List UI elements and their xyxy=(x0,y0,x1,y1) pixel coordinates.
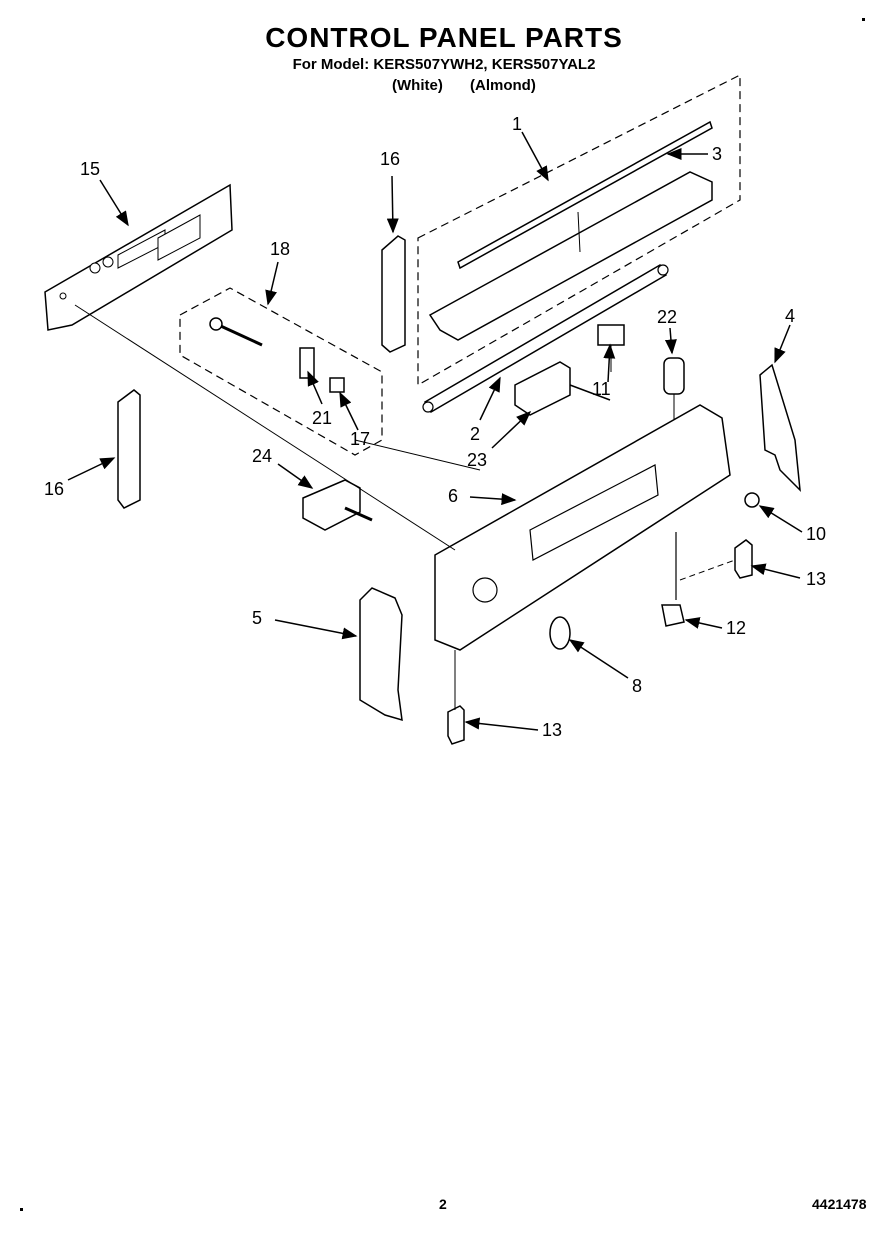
callout-2: 2 xyxy=(470,424,480,444)
page-number: 2 xyxy=(439,1196,447,1212)
rotary-switch-shaft xyxy=(344,506,373,522)
callout-5: 5 xyxy=(252,608,262,628)
control-keypad xyxy=(157,214,201,261)
part-indicator-lamp xyxy=(661,604,685,627)
callout-22: 22 xyxy=(657,307,677,327)
part-channel-detail xyxy=(577,211,581,253)
part-trim-strip xyxy=(457,120,713,270)
document-number: 4421478 xyxy=(812,1196,867,1212)
leader-board-to-panel xyxy=(74,304,456,551)
callout-16-upper: 16 xyxy=(380,149,400,169)
callout-13-upper: 13 xyxy=(806,569,826,589)
callout-6: 6 xyxy=(448,486,458,506)
arrow-12 xyxy=(684,617,723,629)
leader-dashed-clip xyxy=(679,559,736,581)
part-ballast xyxy=(514,361,571,416)
callout-11: 11 xyxy=(592,379,611,399)
corner-mark-top xyxy=(862,18,865,21)
callout-15: 15 xyxy=(80,159,100,179)
arrow-2 xyxy=(479,376,501,421)
callout-1: 1 xyxy=(512,114,522,134)
part-clip-upper xyxy=(734,539,753,579)
callout-24: 24 xyxy=(252,446,272,466)
arrow-22 xyxy=(664,327,677,355)
part-switch-knob-cap xyxy=(209,317,223,331)
part-clip-lower xyxy=(447,705,465,745)
callout-12: 12 xyxy=(726,618,746,638)
arrow-24 xyxy=(277,463,314,489)
callout-21: 21 xyxy=(312,408,332,428)
callout-4: 4 xyxy=(785,306,795,326)
variant-white: (White) xyxy=(392,77,443,94)
arrow-13-upper xyxy=(750,563,801,579)
part-right-end-bracket xyxy=(759,363,801,493)
part-rotary-switch xyxy=(302,479,361,531)
arrow-8 xyxy=(568,639,629,679)
part-connector-block xyxy=(597,324,625,346)
callout-23: 23 xyxy=(467,450,487,470)
arrow-11 xyxy=(603,343,616,383)
arrow-1 xyxy=(521,131,549,182)
arrow-13-lower xyxy=(464,717,539,731)
model-subtitle: For Model: KERS507YWH2, KERS507YAL2 xyxy=(292,56,596,73)
console-knob-hole xyxy=(472,577,498,603)
part-channel-trim xyxy=(428,171,713,341)
callout-16-lower: 16 xyxy=(44,479,64,499)
callout-8: 8 xyxy=(632,676,642,696)
arrow-10 xyxy=(758,505,803,533)
page-title: CONTROL PANEL PARTS xyxy=(265,22,623,53)
arrow-17 xyxy=(339,391,359,431)
part-bushing xyxy=(744,492,760,508)
arrow-5 xyxy=(274,619,358,640)
arrow-6 xyxy=(469,493,517,506)
part-switch-bracket xyxy=(299,347,315,379)
group-box-switch xyxy=(179,287,383,456)
ballast-lead xyxy=(569,384,611,401)
arrow-15 xyxy=(99,179,129,227)
part-end-cap-lower xyxy=(117,389,141,509)
variant-almond: (Almond) xyxy=(470,77,536,94)
corner-mark-bottom xyxy=(20,1208,23,1211)
part-knob xyxy=(549,616,571,650)
arrow-23 xyxy=(491,410,532,449)
callout-3: 3 xyxy=(712,144,722,164)
control-knob-2 xyxy=(102,256,114,268)
tube-end-right xyxy=(657,264,669,276)
control-screw-hole xyxy=(59,292,67,300)
part-capacitor xyxy=(663,357,685,395)
control-knob-1 xyxy=(89,262,101,274)
callout-13-lower: 13 xyxy=(542,720,562,740)
arrow-21 xyxy=(307,370,323,405)
leader-switch-to-panel xyxy=(354,439,481,471)
group-box-trim xyxy=(417,74,741,387)
part-end-cap-upper xyxy=(381,235,406,353)
callout-17: 17 xyxy=(350,429,370,449)
tube-end-left xyxy=(422,401,434,413)
arrow-4 xyxy=(774,324,791,364)
callout-18: 18 xyxy=(270,239,290,259)
arrow-18 xyxy=(265,261,279,306)
part-switch-body xyxy=(329,377,345,393)
callout-10: 10 xyxy=(806,524,826,544)
arrow-16-lower xyxy=(67,457,116,481)
arrow-16-upper xyxy=(386,175,399,234)
console-window-opening xyxy=(529,464,659,561)
part-left-end-cap xyxy=(359,587,403,722)
